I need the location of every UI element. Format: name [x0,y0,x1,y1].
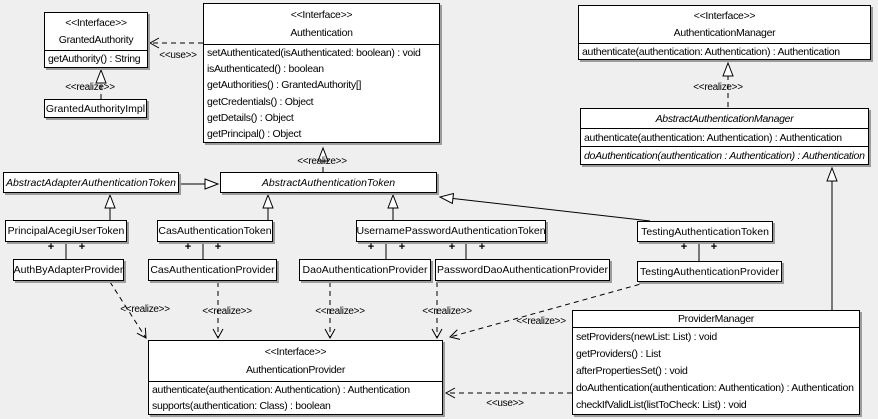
multiplicity-plus: + [184,241,192,253]
realize-label: <<realize>> [202,306,252,317]
class-provider-manager: ProviderManager setProviders(newList: Li… [572,310,860,415]
abstract-method: doAuthentication(authentication : Authen… [584,149,865,162]
realize-label: <<realize>> [65,82,115,93]
class-granted-authority: <<Interface>> GrantedAuthority getAuthor… [44,12,148,68]
realize-label: <<realize>> [297,156,347,167]
class-auth-by-adapter-provider: AuthByAdapterProvider [13,259,124,281]
use-label: <<use>> [159,50,197,61]
multiplicity-plus: + [478,241,486,253]
class-name: AbstractAdapterAuthenticationToken [5,176,177,189]
class-name: AbstractAuthenticationToken [261,176,396,189]
multiplicity-plus: + [448,241,456,253]
realize-label: <<realize>> [120,304,170,315]
class-name: DaoAuthenticationProvider [302,264,428,276]
method: afterPropertiesSet() : void [576,365,688,377]
realize-label: <<realize>> [693,82,743,93]
method: doAuthentication(authentication: Authent… [576,382,854,395]
method: authenticate(authentication: Authenticat… [581,129,868,147]
stereotype: <<Interface>> [290,9,353,22]
multiplicity-plus: + [680,241,688,253]
class-name: CasAuthenticationToken [158,225,272,237]
class-name: AuthByAdapterProvider [13,264,124,276]
method: supports(authentication: Class) : boolea… [152,400,331,412]
class-name: ProviderManager [677,313,755,325]
class-abstract-authentication-manager: AbstractAuthenticationManager authentica… [580,108,869,165]
stereotype: <<Interface>> [693,10,756,23]
multiplicity-plus: + [47,241,55,253]
realize-label: <<realize>> [422,306,472,317]
class-authentication-provider: <<Interface>> AuthenticationProvider aut… [148,340,443,415]
class-cas-authentication-provider: CasAuthenticationProvider [148,259,277,281]
class-abstract-adapter-authentication-token: AbstractAdapterAuthenticationToken [3,172,179,193]
method: getAuthority() : String [48,53,141,65]
class-name: AbstractAuthenticationManager [655,112,794,125]
class-name: GrantedAuthority [58,33,134,46]
stereotype: <<Interface>> [65,17,127,30]
class-username-password-authentication-token: UsernamePasswordAuthenticationToken [356,220,546,242]
method: getDetails() : Object [207,111,294,124]
multiplicity-plus: + [78,241,86,253]
class-authentication-manager: <<Interface>> AuthenticationManager auth… [578,5,871,60]
multiplicity-plus: + [710,241,718,253]
realize-authbyadapter-provider [109,281,147,339]
method: checkIfValidList(listToCheck: List) : vo… [576,399,747,412]
method: authenticate(authentication: Authenticat… [152,384,410,396]
method: setAuthenticated(isAuthenticated: boolea… [207,47,421,60]
method: isAuthenticated() : boolean [207,63,324,76]
method: getCredentials() : Object [207,95,314,108]
class-principal-acegi-user-token: PrincipalAcegiUserToken [5,220,127,242]
class-name: TestingAuthenticationToken [641,225,769,238]
class-authentication: <<Interface>> Authentication setAuthenti… [203,3,440,143]
class-testing-authentication-token: TestingAuthenticationToken [637,221,773,242]
class-dao-authentication-provider: DaoAuthenticationProvider [299,259,431,281]
method: getProviders() : List [576,347,661,360]
class-name: AuthenticationManager [673,26,776,39]
class-name: GrantedAuthorityImpl [45,102,146,115]
class-name: UsernamePasswordAuthenticationToken [356,225,546,237]
multiplicity-plus: + [398,241,406,253]
use-label: <<use>> [486,398,524,409]
method: getAuthorities() : GrantedAuthority[] [207,79,362,92]
method: setProviders(newList: List) : void [576,330,717,343]
multiplicity-plus: + [214,241,222,253]
class-name: PrincipalAcegiUserToken [7,225,125,237]
class-name: AuthenticationProvider [245,363,346,376]
method: getPrincipal() : Object [207,127,302,140]
class-name: Authentication [290,26,353,39]
method: authenticate(authentication: Authenticat… [582,45,840,58]
class-name: PasswordDaoAuthenticationProvider [436,264,608,276]
class-abstract-authentication-token: AbstractAuthenticationToken [220,172,437,193]
class-name: TestingAuthenticationProvider [640,265,779,278]
multiplicity-plus: + [367,241,375,253]
class-granted-authority-impl: GrantedAuthorityImpl [44,99,147,118]
realize-label: <<realize>> [516,316,566,327]
realize-label: <<realize>> [315,306,365,317]
realize-testing-authprovider [449,281,649,340]
class-name: CasAuthenticationProvider [150,264,275,276]
class-password-dao-authentication-provider: PasswordDaoAuthenticationProvider [435,259,610,281]
class-cas-authentication-token: CasAuthenticationToken [157,220,273,242]
stereotype: <<Interface>> [264,346,327,359]
class-testing-authentication-provider: TestingAuthenticationProvider [637,261,782,282]
generalization-testing-token [438,192,651,222]
